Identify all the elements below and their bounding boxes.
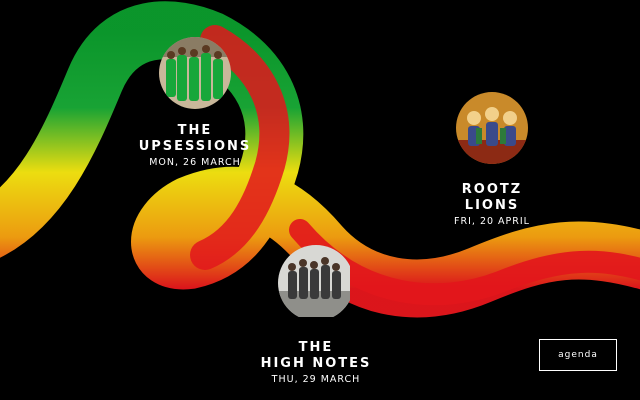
band-photo-high-notes[interactable] [278,245,354,321]
event-date: THU, 29 MARCH [271,374,361,385]
event-high-notes[interactable]: THE HIGH NOTES THU, 29 MARCH [256,245,376,386]
event-title: ROOTZ LIONS [461,182,523,213]
band-photo-upsessions[interactable] [159,37,231,109]
event-title: THE UPSESSIONS [138,123,252,154]
event-date: FRI, 20 APRIL [454,216,530,227]
event-title: THE HIGH NOTES [260,340,372,371]
agenda-button[interactable]: agenda [539,339,617,371]
event-date: MON, 26 MARCH [149,157,241,168]
religious-art-rootz-lions[interactable] [456,92,528,164]
event-upsessions[interactable]: THE UPSESSIONS MON, 26 MARCH [135,37,255,169]
event-rootz-lions[interactable]: ROOTZ LIONS FRI, 20 APRIL [432,92,552,228]
